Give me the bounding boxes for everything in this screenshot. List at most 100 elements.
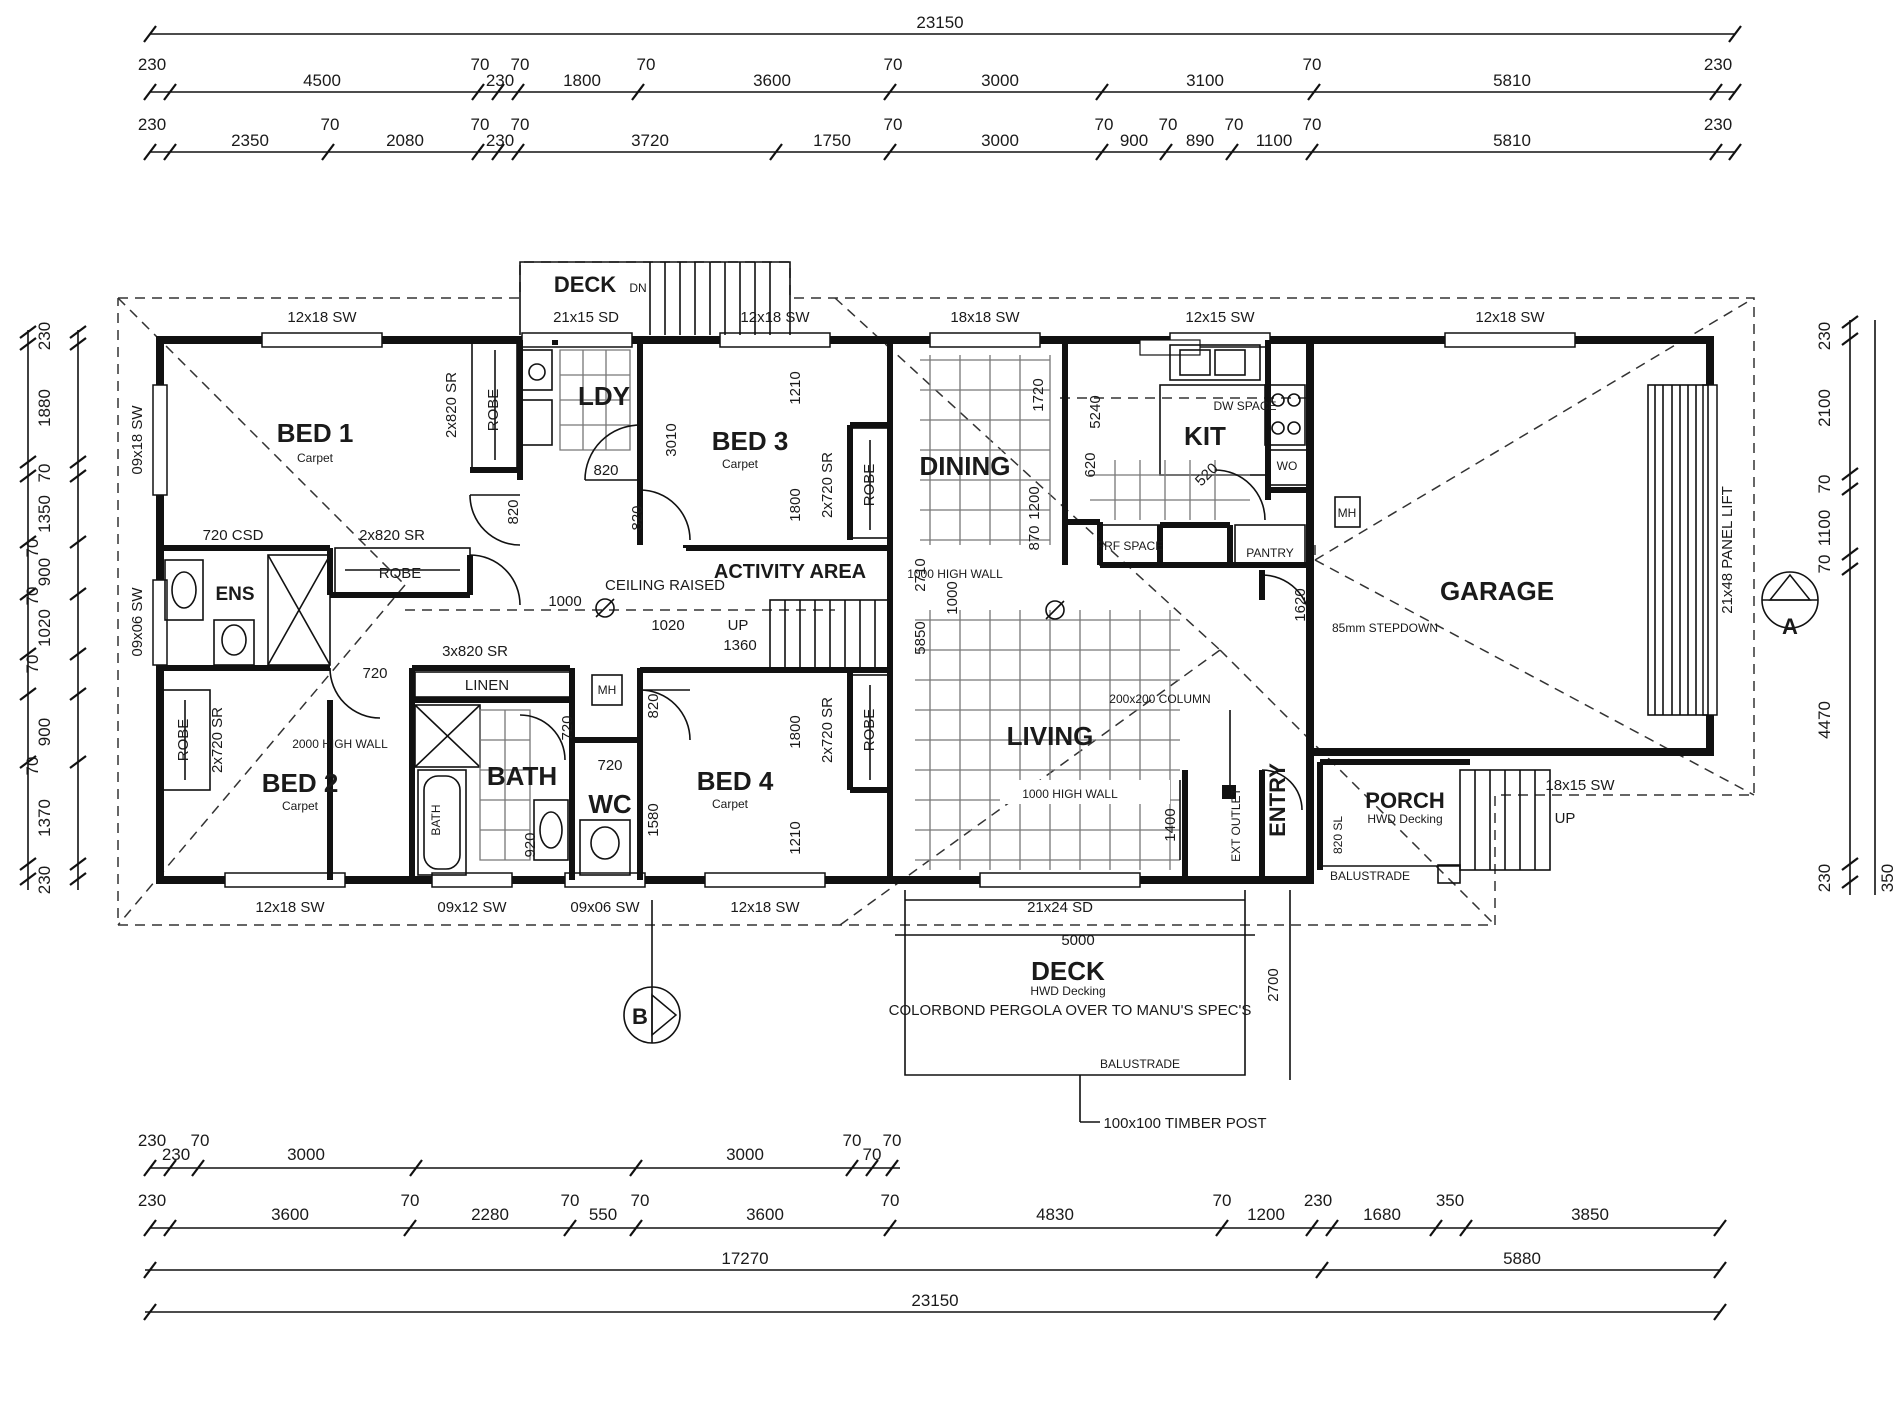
dim-top-r1-7: 3600 (753, 71, 791, 90)
section-marker-b: B (623, 900, 681, 1044)
win-bath-bottom: 09x12 SW (437, 899, 507, 916)
robe-ens: ROBE (379, 565, 422, 582)
bdim-r1-0: 230 (138, 1131, 166, 1150)
room-ldy: LDY (578, 381, 630, 411)
porch-stairs (1320, 769, 1551, 884)
win-ens-left: 09x06 SW (129, 587, 146, 657)
sr-bed4: 2x720 SR (819, 697, 836, 763)
room-bed3-floor: Carpet (722, 457, 759, 471)
porch-sl: 820 SL (1331, 816, 1345, 854)
idim-19: 1210 (787, 821, 804, 854)
bdim-r1-2: 70 (191, 1131, 210, 1150)
room-bed2: BED 2 (262, 768, 339, 798)
robe-bed2: ROBE (175, 719, 192, 762)
porch-balustrade: BALUSTRADE (1330, 869, 1410, 883)
living-column: 200x200 COLUMN (1109, 692, 1210, 706)
dim-top-r2-16: 1100 (1256, 131, 1293, 150)
wall-2000-bed2: 2000 HIGH WALL (292, 737, 388, 751)
dim-top-r1-0: 230 (138, 55, 166, 74)
sr-bed1: 2x820 SR (443, 372, 460, 438)
bdim-r2-14: 350 (1436, 1191, 1464, 1210)
dim-top-r2-2: 70 (321, 115, 340, 134)
external-walls (152, 332, 1718, 888)
idim-18: 1800 (787, 715, 804, 748)
sr-bed2: 2x720 SR (209, 707, 226, 773)
rdim-4: 70 (1815, 555, 1834, 574)
bdim-overall: 23150 (911, 1291, 958, 1310)
section-label-b: B (632, 1004, 648, 1029)
room-deck-bottom: DECK (1031, 956, 1105, 986)
idim-27: 1020 (651, 617, 684, 634)
room-labels: BED 1 Carpet BED 2 Carpet BED 3 Carpet B… (215, 272, 1554, 998)
bath-label: BATH (429, 804, 443, 835)
idim-1: 820 (593, 462, 618, 479)
room-deck-top: DECK (554, 272, 616, 297)
idim-28: 1000 (944, 581, 961, 614)
room-bath: BATH (487, 761, 557, 791)
win-kit-top: 12x15 SW (1185, 309, 1255, 326)
idim-2: 820 (629, 505, 646, 530)
bdim-r2-2: 70 (401, 1191, 420, 1210)
dim-top-r1-11: 70 (1303, 55, 1322, 74)
win-porch: 18x15 SW (1545, 777, 1615, 794)
porch-up: UP (1555, 810, 1576, 827)
kit-wo: WO (1277, 459, 1298, 473)
win-bed1-top: 12x18 SW (287, 309, 357, 326)
bdim-r2-6: 70 (631, 1191, 650, 1210)
ldim-0: 230 (35, 322, 54, 350)
idim-0: 820 (505, 499, 522, 524)
room-bed3: BED 3 (712, 426, 789, 456)
ensuite-shower (164, 554, 331, 666)
kit-dw-space: DW SPACE (1213, 399, 1276, 413)
deck-balustrade: BALUSTRADE (1100, 1057, 1180, 1071)
garage-panel-lift: 21x48 PANEL LIFT (1719, 486, 1736, 614)
idim-9: 870 (1026, 525, 1043, 550)
bdim-r1-7: 70 (883, 1131, 902, 1150)
bdim-r2-1: 3600 (271, 1205, 309, 1224)
dining-tiles (920, 355, 1051, 545)
room-wc: WC (588, 789, 632, 819)
win-bed4-bottom: 12x18 SW (730, 899, 800, 916)
dim-top-r1-12: 5810 (1493, 71, 1531, 90)
room-bed1-floor: Carpet (297, 451, 334, 465)
dim-top-r2-1: 2350 (231, 131, 269, 150)
idim-5: 1800 (787, 488, 804, 521)
activity-stairs (591, 598, 1065, 706)
ldim-7: 1020 (35, 609, 54, 647)
rdim-5: 4470 (1815, 701, 1834, 739)
deck-dn: DN (629, 281, 646, 295)
dim-top-r1-5: 1800 (563, 71, 601, 90)
win-bed2-bottom: 12x18 SW (255, 899, 325, 916)
wall-1000-activity: 1000 HIGH WALL (907, 567, 1003, 581)
section-label-a: A (1782, 614, 1798, 639)
room-dining: DINING (920, 451, 1011, 481)
dim-top-r2-6: 70 (511, 115, 530, 134)
bdim-r2-9: 4830 (1036, 1205, 1074, 1224)
bdim-r2-5: 550 (589, 1205, 617, 1224)
ldim-1: 1880 (35, 389, 54, 427)
idim-10: 5240 (1087, 395, 1104, 428)
rdim-0: 230 (1815, 322, 1834, 350)
bdim-r2-12: 230 (1304, 1191, 1332, 1210)
bdim-r1-6: 70 (863, 1145, 882, 1164)
room-bed4-floor: Carpet (712, 797, 749, 811)
deck-timber-post: 100x100 TIMBER POST (1103, 1115, 1266, 1132)
deck-pergola: COLORBOND PERGOLA OVER TO MANU'S SPEC'S (889, 1002, 1252, 1019)
bdim-r1-3: 3000 (287, 1145, 325, 1164)
sr-linen: 3x820 SR (442, 643, 508, 660)
ldim-2: 70 (35, 464, 54, 483)
kitchen-fixtures (1090, 344, 1309, 566)
ldim-11: 1370 (35, 799, 54, 837)
win-deck-sd: 21x15 SD (553, 309, 619, 326)
bathroom-fixtures (414, 704, 631, 876)
sr-ens-robe: 2x820 SR (359, 527, 425, 544)
section-marker-a: A (1761, 571, 1819, 639)
rdim-2: 70 (1815, 475, 1834, 494)
win-dining-top: 18x18 SW (950, 309, 1020, 326)
rdim-3: 1100 (1815, 510, 1834, 547)
dim-top-r2-8: 1750 (813, 131, 851, 150)
rdim-6: 230 (1815, 864, 1834, 892)
dim-top-r2-10: 3000 (981, 131, 1019, 150)
right-dimensions: 230 2100 70 1100 70 4470 230 350 (1815, 315, 1897, 895)
